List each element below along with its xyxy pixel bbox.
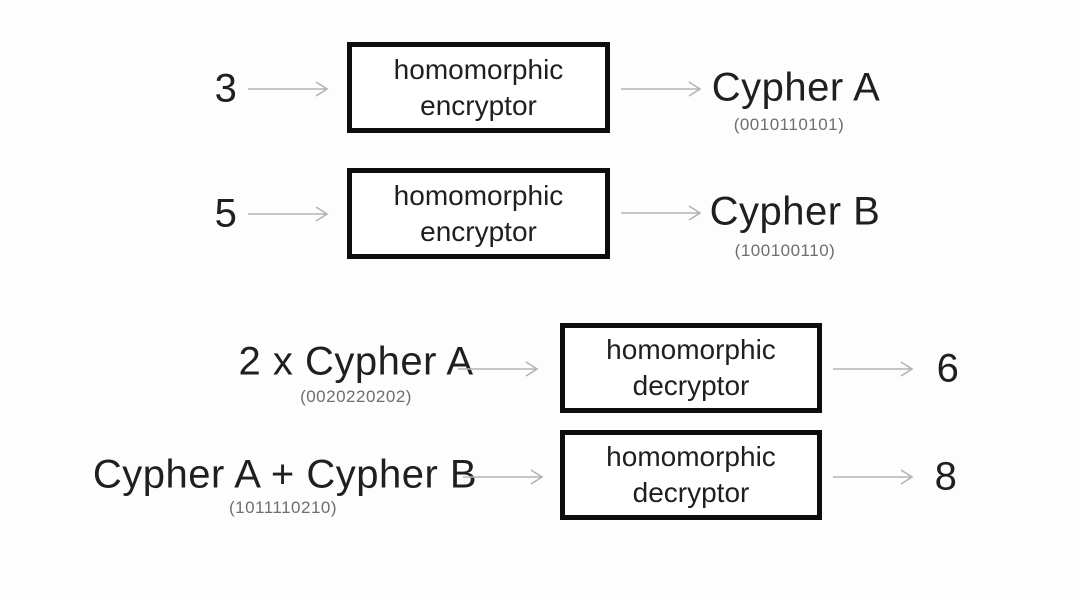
arrow-output-a-icon bbox=[621, 81, 702, 97]
encryptor-box-a: homomorphic encryptor bbox=[347, 42, 610, 133]
decrypt-output-1: 6 bbox=[936, 346, 960, 391]
decrypt-output-2: 8 bbox=[934, 454, 958, 499]
arrow-input-b-icon bbox=[248, 206, 329, 222]
decryptor-1-label-line1: homomorphic bbox=[606, 334, 776, 366]
decryptor-box-1: homomorphic decryptor bbox=[560, 323, 822, 413]
plaintext-input-b: 5 bbox=[214, 191, 238, 236]
cypher-b-code: (100100110) bbox=[734, 241, 836, 260]
decrypt-input-1-code: (0020220202) bbox=[300, 387, 412, 406]
arrow-input-a-icon bbox=[248, 81, 329, 97]
arrow-decrypt-output-1-icon bbox=[833, 361, 914, 377]
decrypt-input-2-code: (1011110210) bbox=[228, 498, 338, 517]
encryptor-b-label-line1: homomorphic bbox=[393, 179, 564, 211]
cypher-b-label: Cypher B bbox=[709, 189, 881, 234]
encryptor-box-b: homomorphic encryptor bbox=[347, 168, 610, 259]
arrow-decrypt-input-1-icon bbox=[458, 361, 539, 377]
encryptor-b-label-line2: encryptor bbox=[420, 215, 537, 247]
decrypt-input-1: 2 x Cypher A bbox=[238, 339, 474, 384]
plaintext-input-a: 3 bbox=[214, 66, 238, 111]
arrow-output-b-icon bbox=[621, 205, 702, 221]
decryptor-2-label-line1: homomorphic bbox=[606, 441, 776, 473]
decryptor-2-label-line2: decryptor bbox=[632, 477, 750, 508]
encryptor-a-label-line2: encryptor bbox=[420, 89, 537, 121]
decryptor-box-2: homomorphic decryptor bbox=[560, 430, 822, 520]
cypher-a-label: Cypher A bbox=[711, 65, 881, 110]
decrypt-input-2: Cypher A + Cypher B bbox=[92, 452, 478, 497]
encryptor-a-label-line1: homomorphic bbox=[393, 53, 564, 85]
decryptor-1-label-line2: decryptor bbox=[632, 370, 750, 401]
arrow-decrypt-output-2-icon bbox=[833, 469, 914, 485]
cypher-a-code: (0010110101) bbox=[733, 115, 845, 134]
arrow-decrypt-input-2-icon bbox=[463, 469, 544, 485]
